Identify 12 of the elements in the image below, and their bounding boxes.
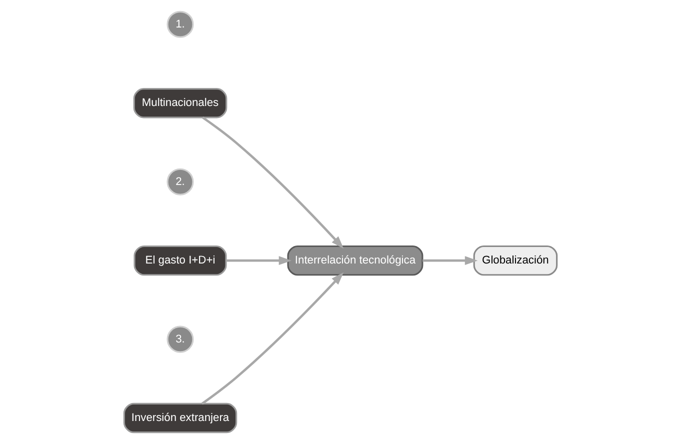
node-box: Multinacionales — [133, 88, 228, 118]
arrow — [201, 272, 344, 405]
node-circle: 1. — [166, 10, 194, 38]
node-box: Globalización — [473, 245, 558, 276]
node-box: Inversión extranjera — [123, 402, 238, 434]
arrow — [422, 256, 478, 266]
node-box: El gasto I+D+i — [134, 245, 227, 276]
node-circle: 3. — [166, 326, 194, 353]
arrow — [226, 256, 292, 266]
node-box: Interrelación tecnológica — [287, 245, 424, 276]
node-circle: 2. — [166, 168, 194, 196]
arrow — [202, 116, 344, 249]
